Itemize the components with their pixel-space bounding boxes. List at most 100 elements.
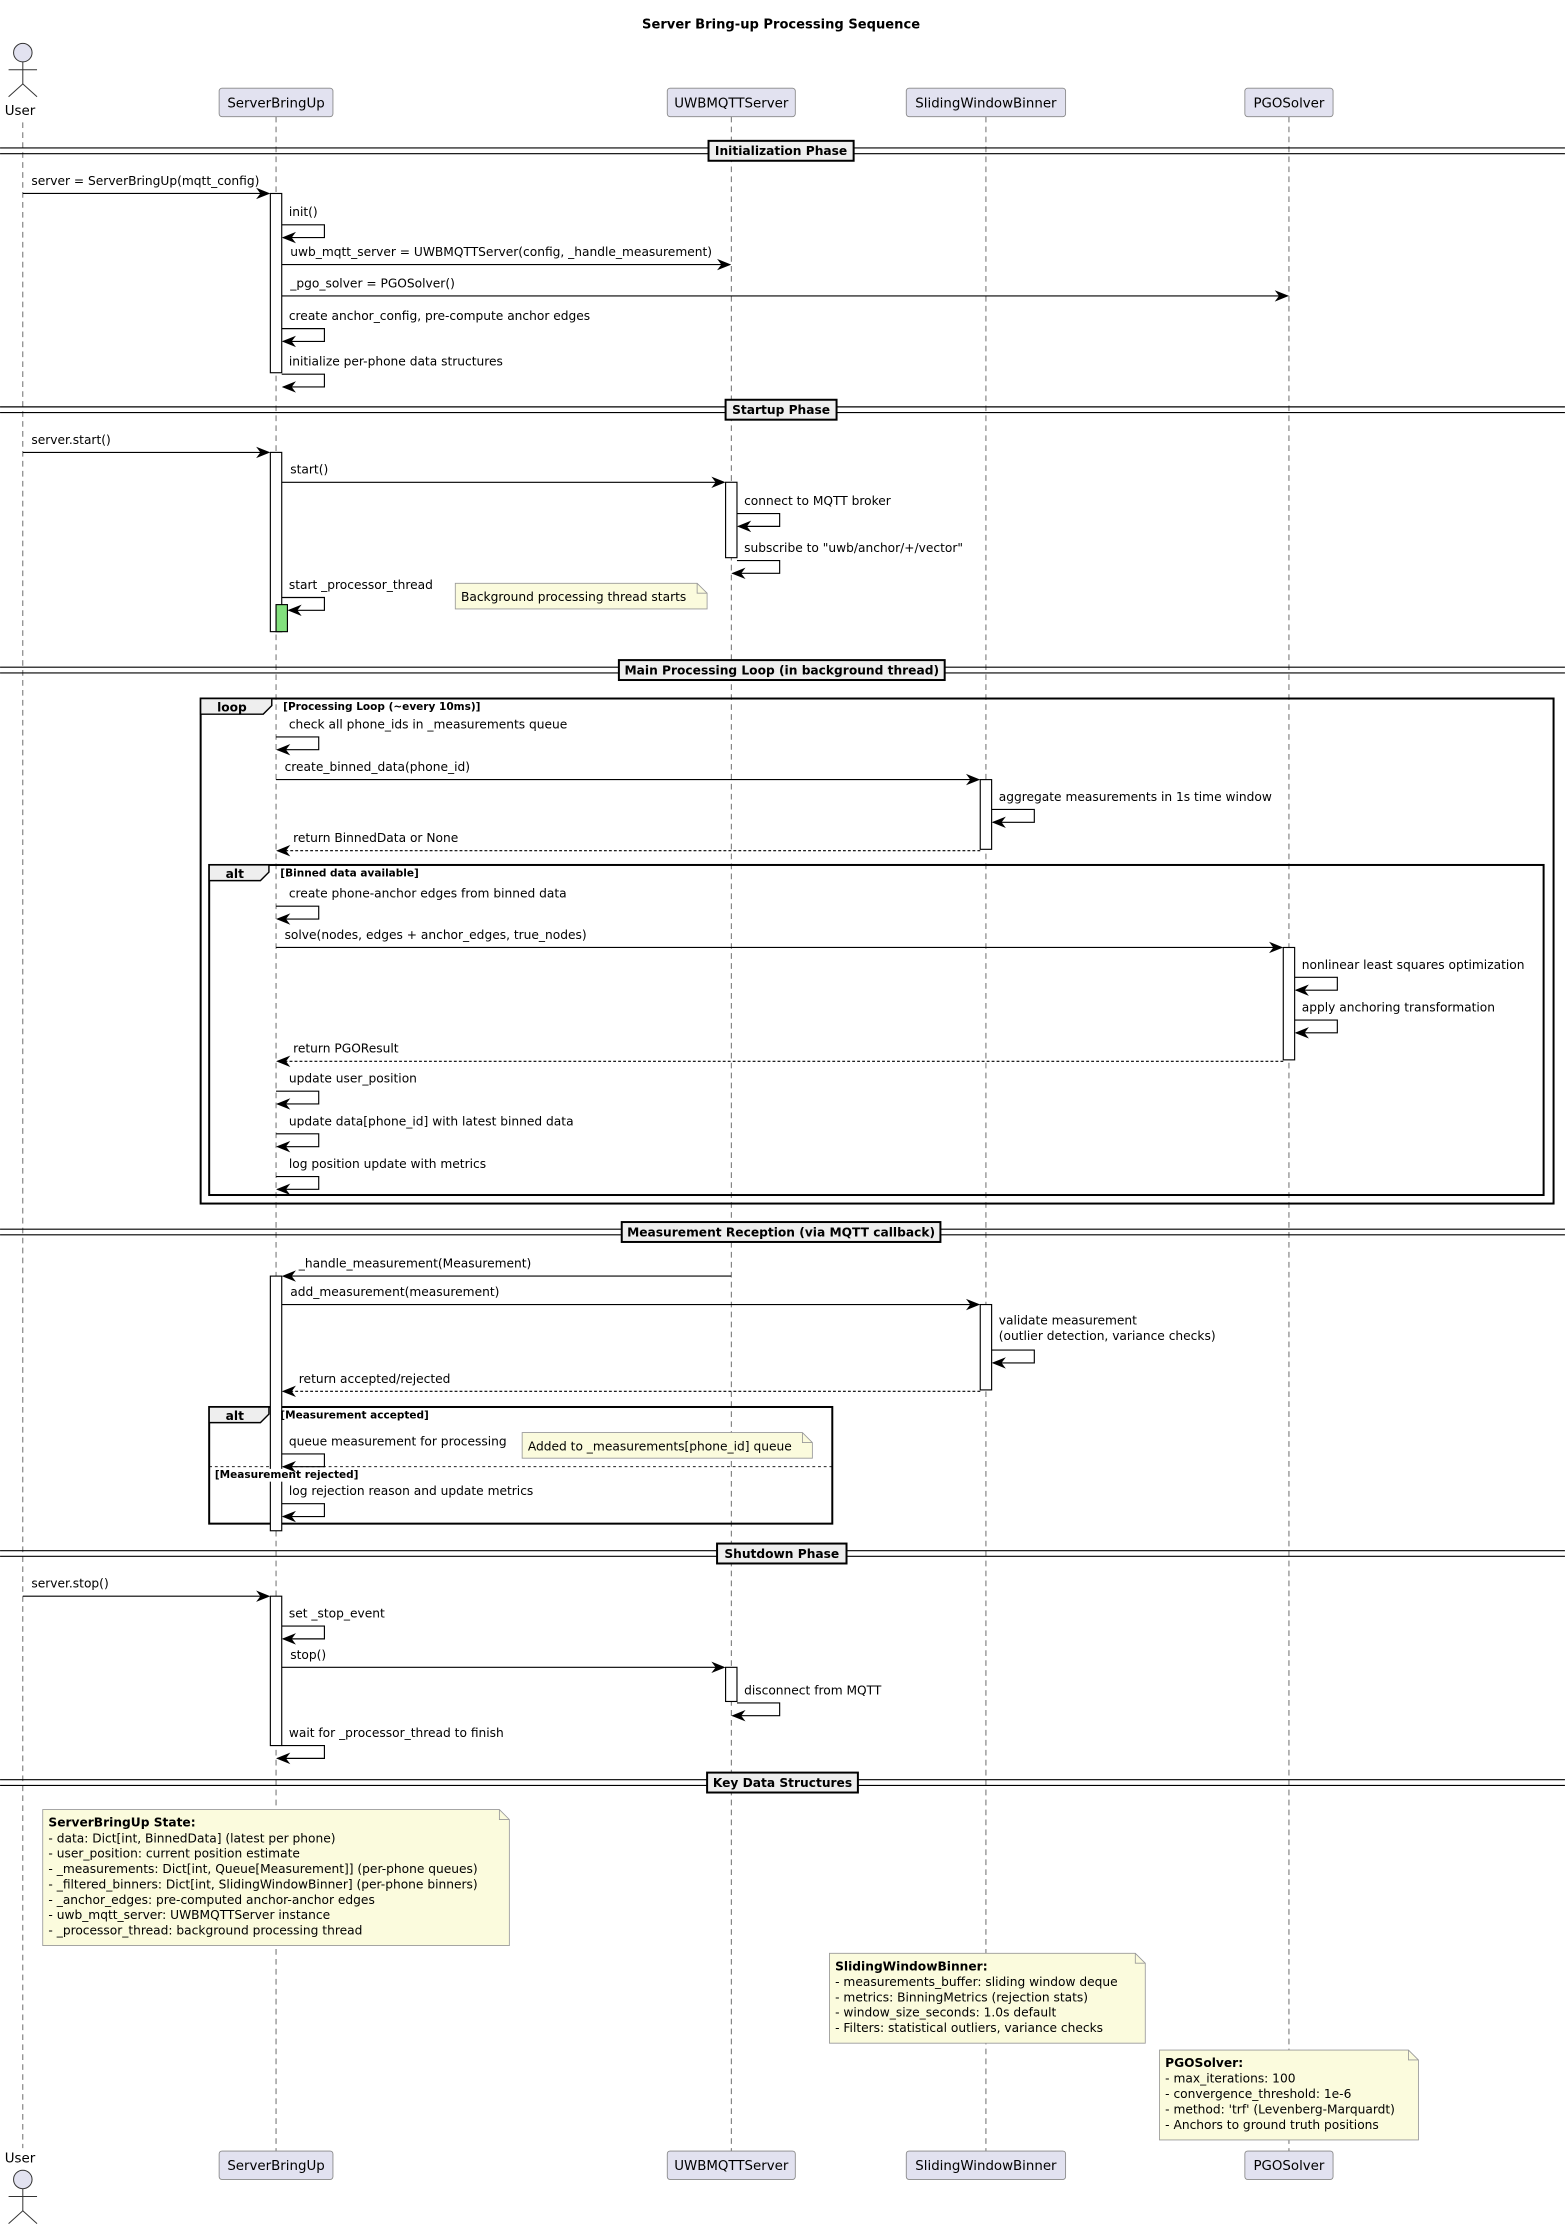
arrowhead-icon [281, 1510, 296, 1523]
arrowhead-icon [256, 187, 271, 200]
arrowhead-icon [276, 1140, 291, 1153]
divider-box [706, 1771, 859, 1794]
frame-kind-label: alt [226, 1409, 244, 1423]
message-label: add_measurement(measurement) [290, 1285, 499, 1299]
message-label: log rejection reason and update metrics [289, 1484, 533, 1498]
note-fold [696, 583, 708, 594]
participant-PGOSolver [1244, 87, 1334, 118]
message-label: update data[phone_id] with latest binned… [289, 1114, 574, 1128]
note-line: - _processor_thread: background processi… [48, 1923, 362, 1937]
note-line: - Anchors to ground truth positions [1165, 2118, 1379, 2132]
self-message-arrow [281, 224, 325, 239]
activation-bar [979, 1303, 993, 1391]
message-label: update user_position [289, 1072, 417, 1086]
message-label: apply anchoring transformation [1302, 1000, 1495, 1014]
arrowhead-icon [736, 520, 752, 533]
message-label: check all phone_ids in _measurements que… [289, 717, 567, 731]
message-label: server = ServerBringUp(mqtt_config) [31, 174, 259, 188]
frame-alt [208, 863, 1545, 1197]
note-line: - _filtered_binners: Dict[int, SlidingWi… [48, 1877, 477, 1891]
arrowhead-icon [276, 1098, 291, 1110]
self-message-arrow [732, 1702, 781, 1717]
self-message-arrow [991, 1349, 1035, 1364]
actor-label-user: User [5, 104, 36, 119]
self-message-arrow [276, 1175, 320, 1190]
frame-kind-label: loop [217, 700, 247, 714]
self-message-arrow [991, 808, 1035, 823]
message-label: init() [289, 205, 318, 219]
arrowhead-icon [281, 1461, 296, 1473]
message-label: create phone-anchor edges from binned da… [289, 887, 567, 901]
frame-condition: [Processing Loop (~every 10ms)] [283, 701, 480, 713]
self-message-arrow [276, 905, 320, 920]
divider-box [716, 1542, 848, 1565]
message-label: connect to MQTT broker [744, 494, 892, 508]
arrowhead-icon [276, 1183, 291, 1196]
arrowhead-icon [276, 845, 291, 857]
message-label: stop() [290, 1648, 326, 1662]
frame-alt [208, 1405, 834, 1525]
divider-label: Initialization Phase [715, 144, 847, 158]
activation-bar [725, 1666, 738, 1703]
arrowhead-icon [281, 381, 296, 393]
note-fold [1408, 2050, 1419, 2061]
activation-bar [269, 1595, 283, 1747]
message-label: queue measurement for processing [289, 1434, 507, 1448]
divider-box [724, 398, 838, 421]
arrowhead-icon [276, 1055, 291, 1067]
note-line: - convergence_threshold: 1e-6 [1165, 2087, 1351, 2101]
participant-label: SlidingWindowBinner [915, 96, 1057, 111]
frame-tab [199, 697, 273, 715]
self-message-arrow [281, 1453, 325, 1468]
message-label: _handle_measurement(Measurement) [298, 1257, 532, 1271]
arrowhead-icon [711, 1661, 726, 1674]
message-label: _pgo_solver = PGOSolver() [289, 276, 455, 290]
participant-UWBMQTTServer [666, 87, 796, 118]
arrowhead-icon [281, 1633, 296, 1645]
arrowhead-icon [1294, 1027, 1309, 1039]
message-label: solve(nodes, edges + anchor_edges, true_… [285, 928, 587, 942]
self-message-arrow [736, 513, 781, 527]
message-label: return BinnedData or None [293, 831, 458, 845]
arrowhead-icon [276, 913, 291, 925]
arrowhead-icon [991, 816, 1006, 828]
message-label: subscribe to "uwb/anchor/+/vector" [744, 541, 963, 555]
activation-bar [269, 1275, 283, 1532]
note-title: PGOSolver: [1165, 2056, 1243, 2070]
activation-bar [725, 481, 738, 559]
participant-UWBMQTTServer [666, 2150, 796, 2180]
note-line: - window_size_seconds: 1.0s default [835, 2006, 1056, 2020]
message-label: uwb_mqtt_server = UWBMQTTServer(config, … [290, 245, 712, 259]
arrowhead-icon [1294, 984, 1309, 996]
arrowhead-icon [731, 1710, 746, 1722]
participant-label: UWBMQTTServer [674, 96, 789, 111]
arrowhead-icon [287, 604, 302, 617]
self-message-arrow [276, 1090, 320, 1105]
note-fold [801, 1432, 813, 1443]
arrowhead-icon [276, 744, 291, 756]
self-message-arrow [281, 1503, 325, 1518]
divider-label: Key Data Structures [713, 1776, 852, 1790]
note-title: SlidingWindowBinner: [835, 1959, 987, 1973]
note-pgosolver [1159, 2049, 1419, 2141]
divider-label: Measurement Reception (via MQTT callback… [627, 1225, 935, 1239]
frame-tab [208, 864, 270, 882]
note-line: - data: Dict[int, BinnedData] (latest pe… [48, 1831, 335, 1845]
divider-box [617, 659, 946, 682]
note-title: ServerBringUp State: [48, 1816, 195, 1830]
arrowhead-icon [256, 446, 271, 459]
participant-label: PGOSolver [1253, 2159, 1324, 2174]
participant-label: UWBMQTTServer [674, 2159, 789, 2174]
message-label: nonlinear least squares optimization [1302, 958, 1525, 972]
self-message-arrow [281, 373, 325, 388]
note-line: - method: 'trf' (Levenberg-Marquardt) [1165, 2102, 1395, 2116]
frame-condition: [Measurement accepted] [280, 1409, 429, 1421]
divider-box [707, 139, 855, 162]
activation-bar [979, 779, 993, 850]
message-label: server.stop() [31, 1577, 108, 1591]
participant-label: SlidingWindowBinner [915, 2159, 1057, 2174]
self-message-arrow [281, 596, 325, 611]
frame-loop [199, 697, 1555, 1205]
arrowhead-icon [256, 1590, 271, 1602]
